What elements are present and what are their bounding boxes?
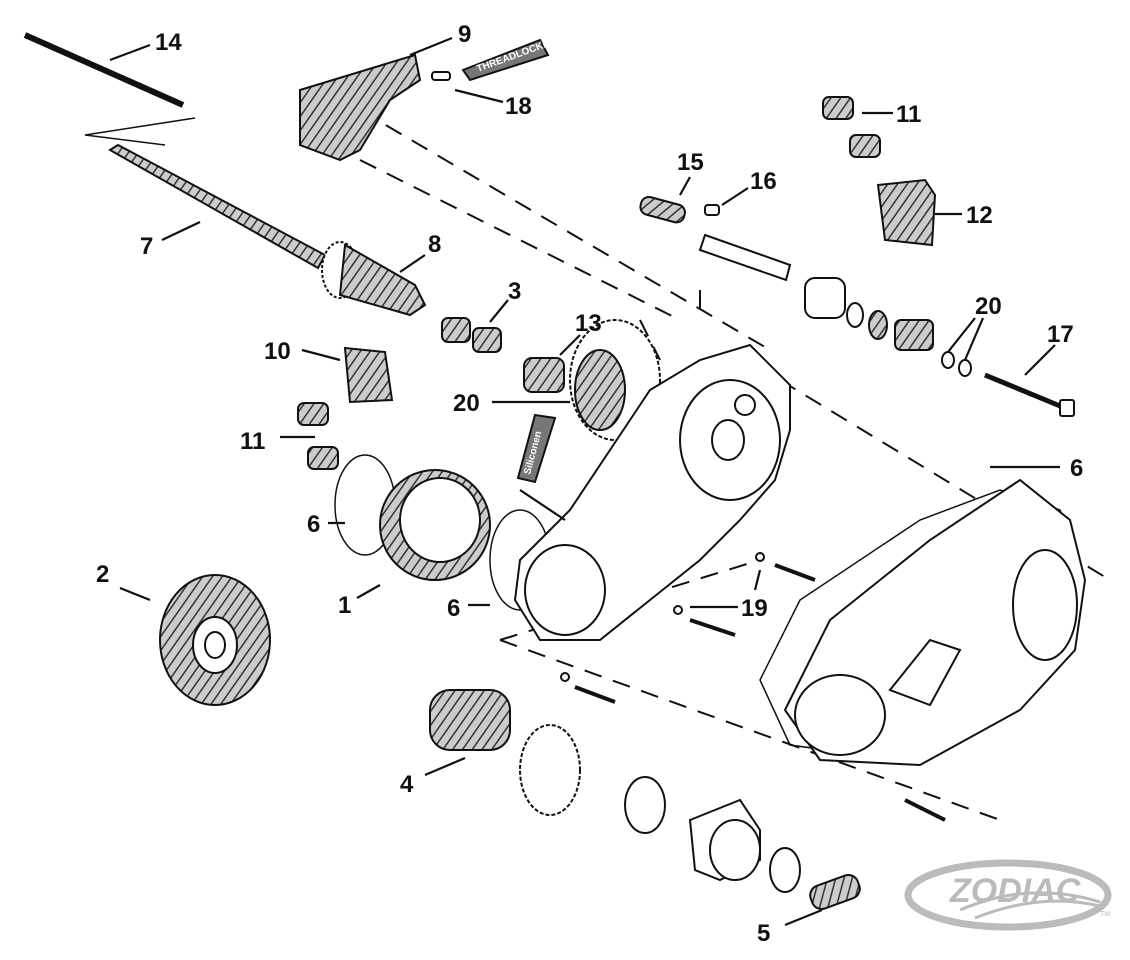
logo-trademark: TM	[1100, 911, 1110, 918]
callout-6-left: 6	[307, 511, 320, 538]
callout-14: 14	[155, 29, 182, 56]
callout-15: 15	[677, 149, 704, 176]
part-11-rollers-top	[822, 96, 881, 158]
callout-11-left: 11	[240, 428, 265, 455]
inner-primary-housing	[513, 343, 791, 641]
part-3-bearings	[441, 317, 502, 353]
clutch-hub	[624, 776, 666, 834]
part-15-roller	[639, 195, 686, 224]
callout-5: 5	[757, 920, 770, 947]
callout-7: 7	[140, 233, 153, 260]
callout-17: 17	[1047, 321, 1074, 348]
leader-lines	[109, 36, 1060, 927]
part-12-plate	[876, 178, 937, 247]
logo-text: ZODIAC	[949, 872, 1081, 910]
part-4-hub	[429, 689, 511, 751]
callout-16: 16	[750, 168, 777, 195]
clutch-drum	[688, 798, 801, 893]
part-10-plate	[343, 346, 394, 404]
silicone-tube: Siliconen	[516, 413, 557, 484]
callout-20-right: 20	[975, 293, 1002, 320]
threadlocker-tube: THREADLOCKER	[461, 36, 559, 82]
part-11-rollers-left	[297, 402, 339, 470]
part-17-bolt	[984, 372, 1075, 417]
part-14-pushrod	[23, 32, 196, 146]
callout-18: 18	[505, 93, 532, 120]
callout-20-left: 20	[453, 390, 480, 417]
callout-4: 4	[400, 771, 414, 798]
callout-9: 9	[458, 21, 471, 48]
callout-19: 19	[741, 595, 768, 622]
callout-10: 10	[264, 338, 291, 365]
callout-8: 8	[428, 231, 441, 258]
part-1-spacer-ring	[379, 469, 491, 581]
part-5-bushing	[809, 873, 861, 911]
callout-3: 3	[508, 278, 521, 305]
callout-labels: 14 9 18 11 15 16 12 7 8 3 13 20 17 10 20…	[96, 21, 1083, 947]
callout-1: 1	[338, 592, 351, 619]
cover-bolts	[560, 552, 946, 822]
outer-primary-cover	[783, 478, 1087, 767]
part-13-bearing	[523, 357, 565, 393]
sprocket	[519, 724, 581, 816]
callout-13: 13	[575, 310, 602, 337]
part-18-pin	[431, 71, 451, 81]
callout-11-top: 11	[896, 101, 921, 128]
part-16-pin	[704, 204, 720, 216]
callout-12: 12	[966, 202, 993, 229]
part-2-bearing-housing	[159, 574, 271, 706]
callout-6-middle: 6	[447, 595, 460, 622]
callout-6-right: 6	[1070, 455, 1083, 482]
zodiac-logo: ZODIAC TM	[904, 859, 1112, 931]
callout-2: 2	[96, 561, 109, 588]
starter-shaft-assembly	[698, 233, 934, 351]
part-9-bracket	[299, 53, 422, 162]
part-8-gear	[321, 241, 427, 317]
